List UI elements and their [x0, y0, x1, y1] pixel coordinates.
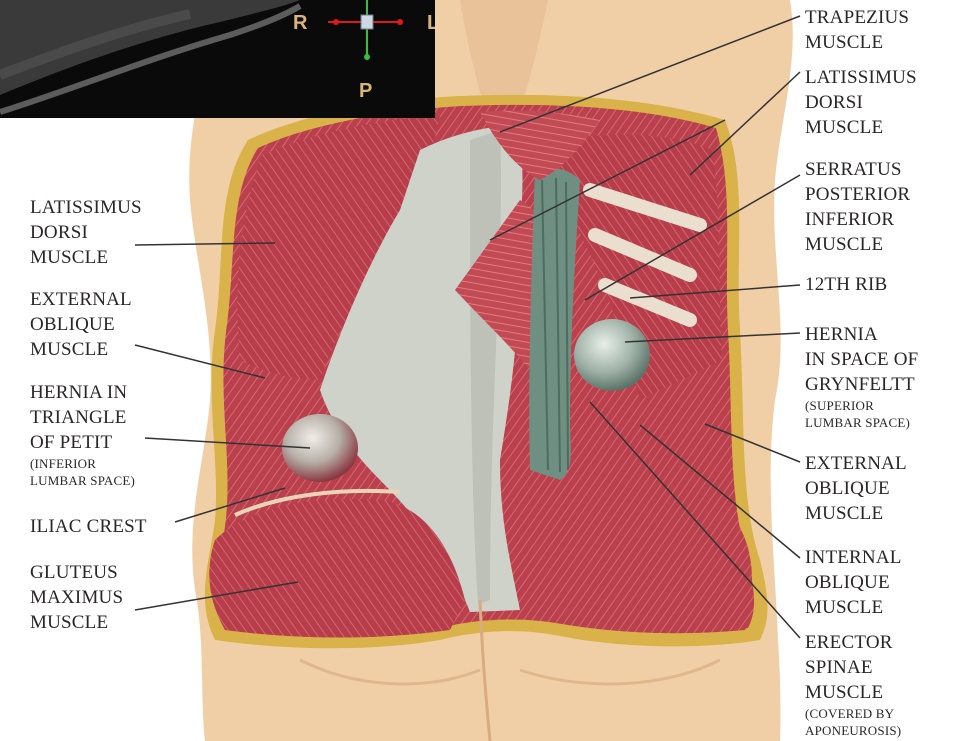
label-subline: LUMBAR SPACE): [30, 472, 135, 489]
label-subline: (COVERED BY: [805, 705, 901, 722]
label-line: GRYNFELTT: [805, 372, 918, 397]
letter-p: P: [359, 80, 372, 103]
label-line: HERNIA IN: [30, 380, 135, 405]
label-line: OBLIQUE: [805, 476, 907, 501]
label-trapezius: TRAPEZIUS MUSCLE: [805, 5, 909, 55]
label-line: DORSI: [30, 220, 142, 245]
label-line: MUSCLE: [30, 337, 132, 362]
label-line: MUSCLE: [805, 30, 909, 55]
label-line: MUSCLE: [805, 595, 902, 620]
label-latissimus-left: LATISSIMUS DORSI MUSCLE: [30, 195, 142, 270]
label-latissimus-right: LATISSIMUS DORSI MUSCLE: [805, 65, 917, 140]
label-subline: LUMBAR SPACE): [805, 414, 918, 431]
label-line: OBLIQUE: [30, 312, 132, 337]
label-line: MUSCLE: [30, 245, 142, 270]
label-line: MAXIMUS: [30, 585, 123, 610]
label-internal-oblique: INTERNAL OBLIQUE MUSCLE: [805, 545, 902, 620]
label-line: OF PETIT: [30, 430, 135, 455]
label-line: MUSCLE: [805, 232, 910, 257]
label-iliac-crest: ILIAC CREST: [30, 514, 147, 539]
label-hernia-grynfeltt: HERNIA IN SPACE OF GRYNFELTT (SUPERIOR L…: [805, 322, 918, 431]
label-12th-rib: 12TH RIB: [805, 272, 887, 297]
label-line: TRAPEZIUS: [805, 5, 909, 30]
label-erector-spinae: ERECTOR SPINAE MUSCLE (COVERED BY APONEU…: [805, 630, 901, 739]
label-line: MUSCLE: [805, 115, 917, 140]
label-line: ILIAC CREST: [30, 514, 147, 539]
letter-r: R: [293, 12, 307, 35]
label-line: HERNIA: [805, 322, 918, 347]
label-line: EXTERNAL: [805, 451, 907, 476]
label-line: 12TH RIB: [805, 272, 887, 297]
label-line: POSTERIOR: [805, 182, 910, 207]
label-serratus: SERRATUS POSTERIOR INFERIOR MUSCLE: [805, 157, 910, 257]
hernia-grynfeltt: [574, 319, 650, 391]
label-line: MUSCLE: [805, 680, 901, 705]
label-line: MUSCLE: [805, 501, 907, 526]
label-line: TRIANGLE: [30, 405, 135, 430]
label-line: SERRATUS: [805, 157, 910, 182]
label-line: DORSI: [805, 90, 917, 115]
label-subline: (INFERIOR: [30, 455, 135, 472]
label-hernia-petit: HERNIA IN TRIANGLE OF PETIT (INFERIOR LU…: [30, 380, 135, 489]
label-line: LATISSIMUS: [30, 195, 142, 220]
label-line: GLUTEUS: [30, 560, 123, 585]
label-line: MUSCLE: [30, 610, 123, 635]
label-gluteus-maximus: GLUTEUS MAXIMUS MUSCLE: [30, 560, 123, 635]
label-external-oblique-right: EXTERNAL OBLIQUE MUSCLE: [805, 451, 907, 526]
label-line: SPINAE: [805, 655, 901, 680]
hernia-petit: [282, 414, 358, 482]
label-line: EXTERNAL: [30, 287, 132, 312]
label-line: LATISSIMUS: [805, 65, 917, 90]
letter-l: L: [427, 12, 435, 35]
label-line: OBLIQUE: [805, 570, 902, 595]
orientation-marker: [361, 15, 373, 29]
label-line: ERECTOR: [805, 630, 901, 655]
label-external-oblique-left: EXTERNAL OBLIQUE MUSCLE: [30, 287, 132, 362]
label-line: IN SPACE OF: [805, 347, 918, 372]
label-line: INFERIOR: [805, 207, 910, 232]
scan-overlay: R L P: [0, 0, 435, 118]
label-subline: (SUPERIOR: [805, 397, 918, 414]
label-subline: APONEUROSIS): [805, 722, 901, 739]
label-line: INTERNAL: [805, 545, 902, 570]
